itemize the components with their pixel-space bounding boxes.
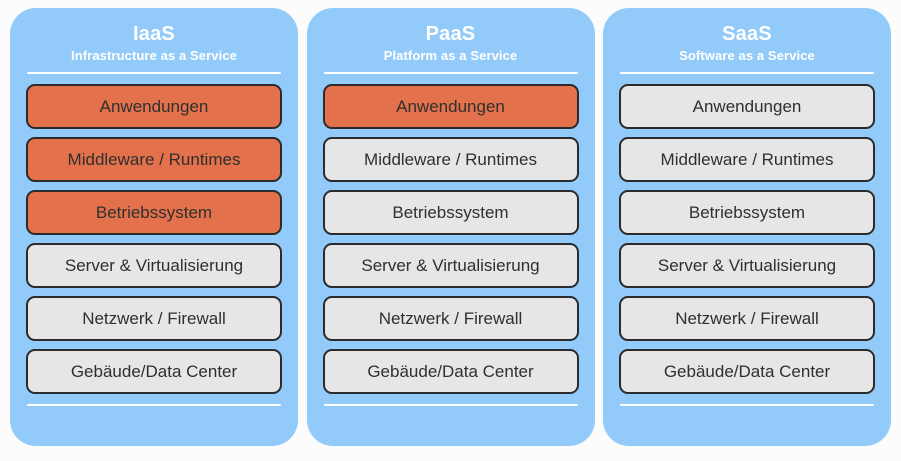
layer-server-virtualization: Server & Virtualisierung <box>619 243 875 288</box>
layer-operating-system: Betriebssystem <box>322 190 579 235</box>
panel-title: PaaS <box>425 23 476 45</box>
layer-building-data-center: Gebäude/Data Center <box>26 349 282 394</box>
panel-subtitle: Platform as a Service <box>383 48 518 63</box>
footer-divider <box>323 404 578 406</box>
panel-spacer <box>619 406 875 446</box>
panel-iaas: IaaS Infrastructure as a Service Anwendu… <box>10 8 298 446</box>
panel-title: SaaS <box>722 23 772 45</box>
header-divider <box>323 72 578 74</box>
layer-applications: Anwendungen <box>619 84 875 129</box>
layer-applications: Anwendungen <box>322 84 579 129</box>
panel-spacer <box>323 406 579 446</box>
footer-divider <box>620 404 874 406</box>
layer-network-firewall: Netzwerk / Firewall <box>619 296 875 341</box>
panel-spacer <box>26 406 282 446</box>
service-model-panels: IaaS Infrastructure as a Service Anwendu… <box>10 8 891 446</box>
footer-divider <box>27 404 281 406</box>
layer-network-firewall: Netzwerk / Firewall <box>322 296 579 341</box>
layer-operating-system: Betriebssystem <box>619 190 875 235</box>
panel-subtitle: Software as a Service <box>679 48 815 63</box>
layer-stack: Anwendungen Middleware / Runtimes Betrie… <box>26 84 282 394</box>
layer-stack: Anwendungen Middleware / Runtimes Betrie… <box>619 84 875 394</box>
layer-stack: Anwendungen Middleware / Runtimes Betrie… <box>322 84 579 394</box>
layer-server-virtualization: Server & Virtualisierung <box>26 243 282 288</box>
panel-title: IaaS <box>133 23 175 45</box>
panel-subtitle: Infrastructure as a Service <box>70 48 237 63</box>
layer-building-data-center: Gebäude/Data Center <box>322 349 579 394</box>
layer-applications: Anwendungen <box>26 84 282 129</box>
layer-network-firewall: Netzwerk / Firewall <box>26 296 282 341</box>
header-divider <box>27 72 281 74</box>
layer-building-data-center: Gebäude/Data Center <box>619 349 875 394</box>
layer-operating-system: Betriebssystem <box>26 190 282 235</box>
layer-middleware: Middleware / Runtimes <box>26 137 282 182</box>
layer-middleware: Middleware / Runtimes <box>322 137 579 182</box>
panel-saas: SaaS Software as a Service Anwendungen M… <box>603 8 891 446</box>
layer-server-virtualization: Server & Virtualisierung <box>322 243 579 288</box>
panel-paas: PaaS Platform as a Service Anwendungen M… <box>306 8 595 446</box>
header-divider <box>620 72 874 74</box>
layer-middleware: Middleware / Runtimes <box>619 137 875 182</box>
